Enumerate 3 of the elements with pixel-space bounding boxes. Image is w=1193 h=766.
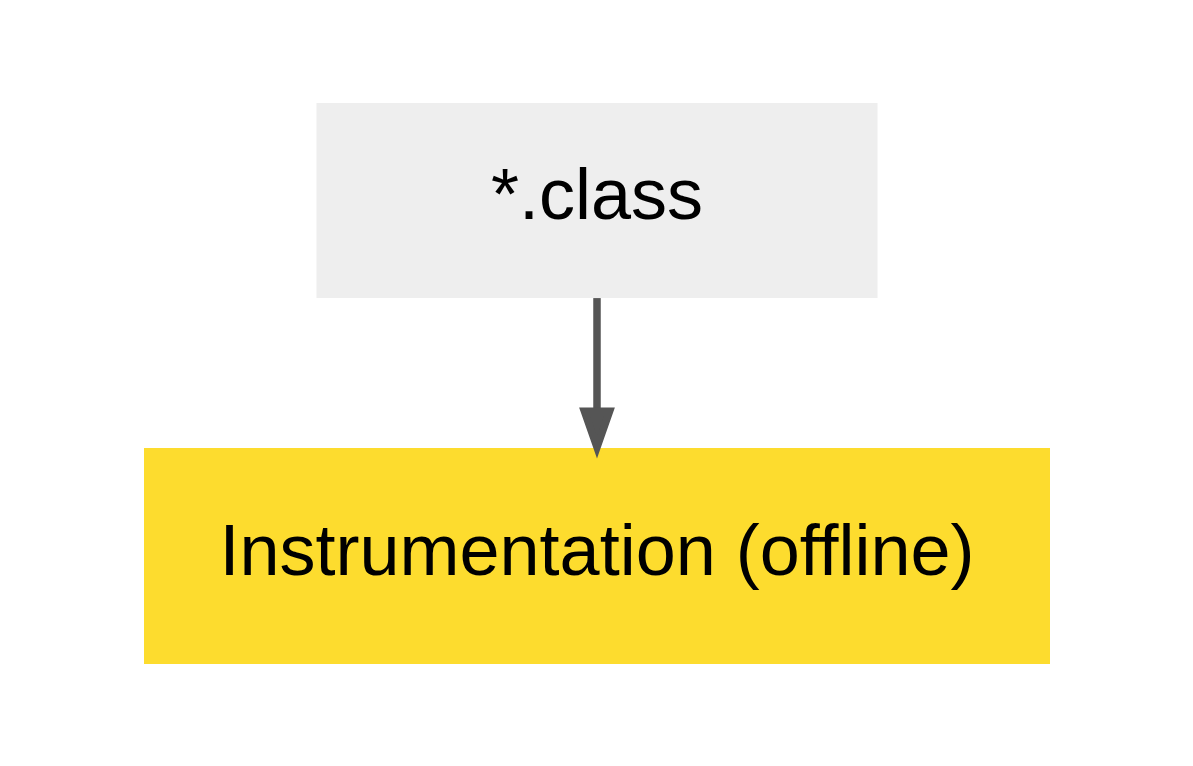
node-box: *.class — [316, 102, 877, 298]
arrow — [578, 297, 615, 459]
node-box: Instrumentation (offline) — [143, 447, 1050, 664]
